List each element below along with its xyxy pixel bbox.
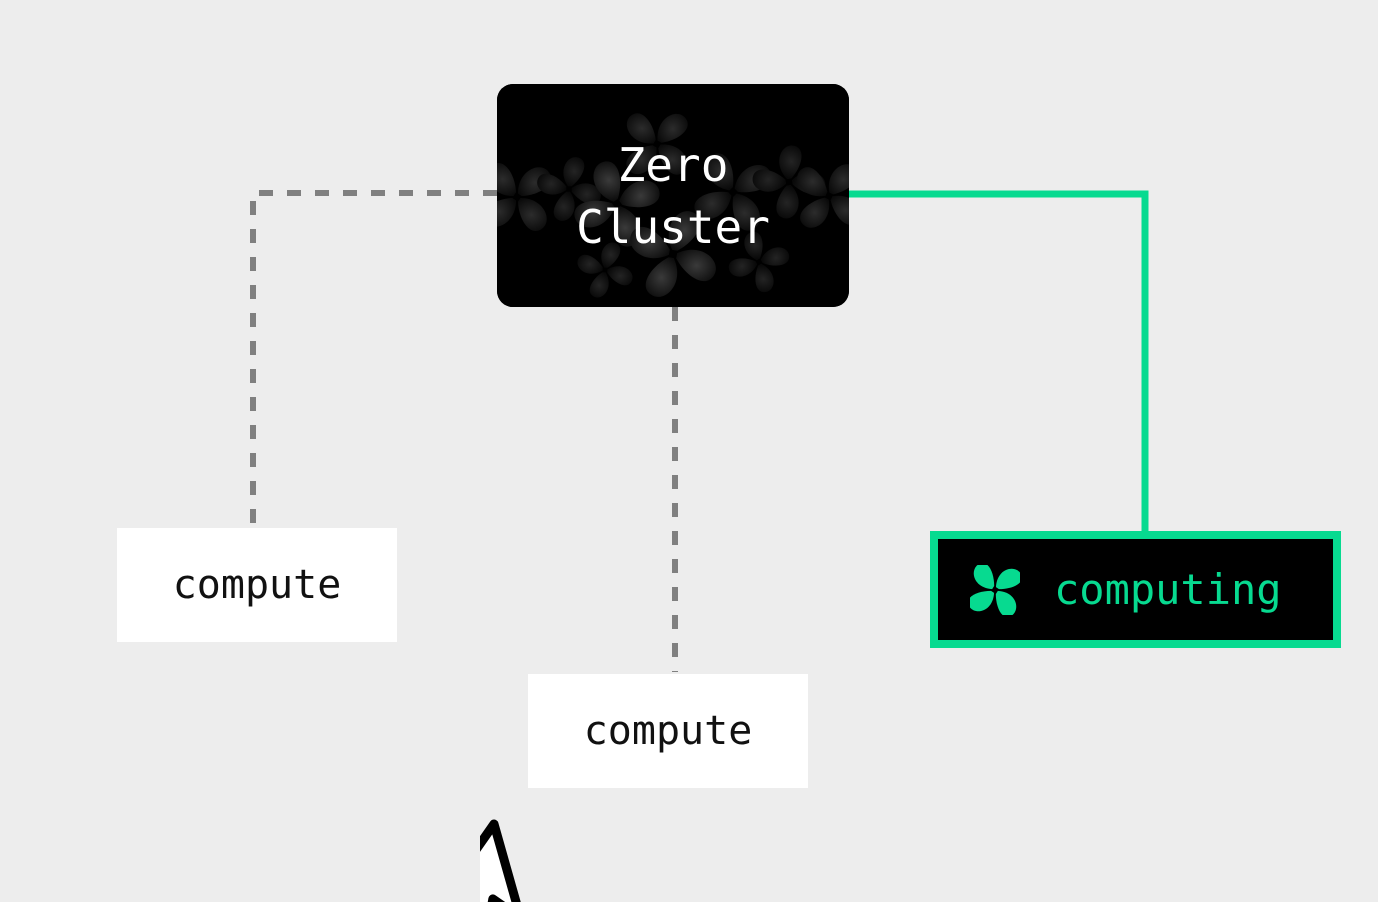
fan-pattern-background <box>497 84 849 307</box>
cluster-node[interactable]: Zero Cluster <box>497 84 849 307</box>
edge-cluster-to-compute-1 <box>250 190 497 530</box>
mouse-pointer-icon <box>480 819 526 902</box>
edge-cluster-to-computing <box>848 190 1149 533</box>
computing-node-label: computing <box>1054 564 1282 614</box>
compute-node-2-label: compute <box>583 708 753 754</box>
cluster-node-title: Zero Cluster <box>576 137 770 254</box>
compute-node-2[interactable]: compute <box>528 674 808 788</box>
fan-icon <box>970 564 1020 615</box>
computing-node[interactable]: computing <box>930 531 1341 648</box>
diagram-canvas: Zero Cluster compute compute computing <box>117 84 1341 902</box>
compute-node-1-label: compute <box>172 562 342 608</box>
compute-node-1[interactable]: compute <box>117 528 397 642</box>
